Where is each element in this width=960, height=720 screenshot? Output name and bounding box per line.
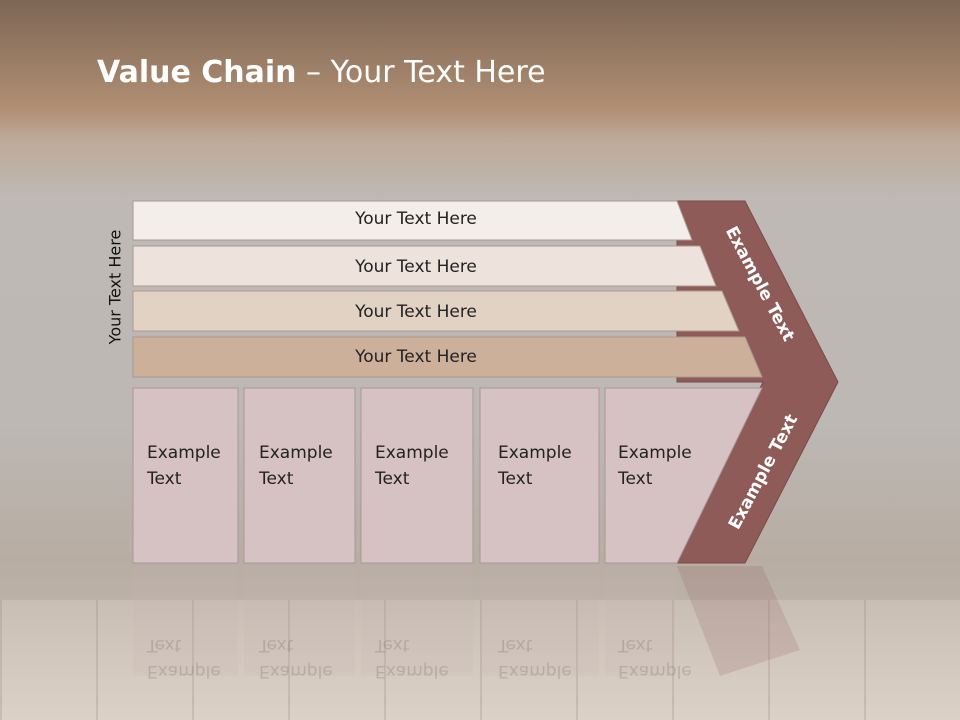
bar-label-1: Your Text Here: [355, 209, 477, 229]
floor-background: [0, 600, 960, 720]
title-rest: – Your Text Here: [296, 55, 546, 90]
bar-label-4: Your Text Here: [355, 347, 477, 367]
reflection-arrow: [677, 566, 800, 676]
box-label-5: Example Text: [618, 443, 692, 489]
title-bold: Value Chain: [97, 55, 297, 90]
slide-title: Value Chain – Your Text Here: [97, 55, 546, 90]
bar-3: [132, 290, 740, 332]
bar-4: [132, 336, 763, 378]
box-3: [360, 387, 474, 564]
bar-label-2: Your Text Here: [355, 257, 477, 277]
reflection-box-5: [605, 566, 675, 676]
reflection-box-4: [480, 566, 599, 676]
reflection-box-2: [244, 566, 355, 676]
box-label-3: Example Text: [375, 443, 449, 489]
bar-label-3: Your Text Here: [355, 302, 477, 322]
bar-1: [132, 200, 693, 241]
bar-2: [132, 245, 717, 287]
reflection-box-1: [133, 566, 238, 676]
box-1: [132, 387, 239, 564]
reflection-group: [133, 566, 800, 676]
box-label-1: Example Text: [147, 443, 221, 489]
box-2: [243, 387, 356, 564]
reflection-box-3: [361, 566, 473, 676]
box-label-2: Example Text: [259, 443, 333, 489]
box-4: [479, 387, 600, 564]
box-label-4: Example Text: [498, 443, 572, 489]
box-5: [604, 387, 763, 564]
